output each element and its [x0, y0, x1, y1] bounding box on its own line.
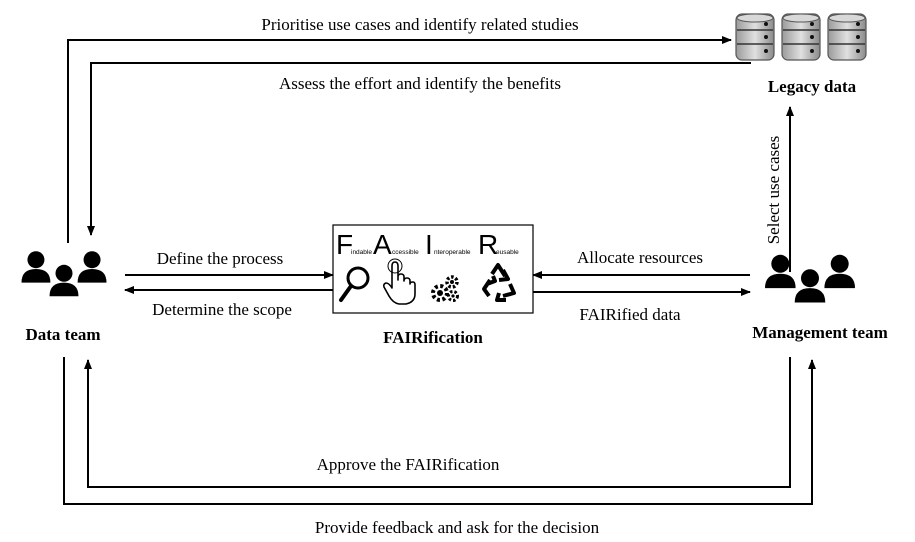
svg-text:A: A [373, 229, 392, 260]
people-icon [21, 251, 107, 297]
fair-letter-i: I nteroperable [425, 229, 471, 260]
fair-letter-f: F indable [336, 229, 372, 260]
magnifier-icon [339, 266, 370, 302]
svg-text:nteroperable: nteroperable [434, 249, 471, 256]
legacy-data-label: Legacy data [768, 77, 857, 96]
edge-feedback-label: Provide feedback and ask for the decisio… [315, 518, 600, 537]
svg-text:eusable: eusable [496, 249, 519, 256]
management-team-node: Management team [752, 254, 888, 342]
edge-prioritise-label: Prioritise use cases and identify relate… [261, 15, 578, 34]
edge-select-label: Select use cases [764, 136, 783, 245]
edge-scope-label: Determine the scope [152, 300, 292, 319]
pointer-hand-icon [382, 258, 416, 305]
edge-prioritise-line [67, 36, 732, 243]
edge-approve-line [84, 357, 791, 488]
svg-text:F: F [336, 229, 353, 260]
svg-text:ccessible: ccessible [392, 249, 419, 256]
gears-icon [431, 275, 459, 302]
edge-allocate-label: Allocate resources [577, 248, 703, 267]
svg-text:R: R [478, 229, 498, 260]
fairification-label: FAIRification [383, 328, 483, 347]
data-team-node: Data team [21, 251, 107, 344]
fair-letter-r: R eusable [478, 229, 519, 260]
edge-fairified-label: FAIRified data [579, 305, 681, 324]
svg-text:indable: indable [351, 249, 372, 256]
edge-define-label: Define the process [157, 249, 284, 268]
management-team-label: Management team [752, 323, 888, 342]
recycle-icon [482, 263, 516, 302]
edge-approve-label: Approve the FAIRification [317, 455, 500, 474]
data-team-label: Data team [25, 325, 100, 344]
edge-assess-line [87, 62, 751, 236]
people-icon [765, 254, 855, 303]
svg-text:I: I [425, 229, 433, 260]
edge-feedback-line [63, 357, 816, 505]
fairification-node: F indable A ccessible I nteroperable R e… [332, 224, 534, 347]
database-icon [735, 13, 867, 61]
edge-assess-label: Assess the effort and identify the benef… [279, 74, 561, 93]
fair-letter-a: A ccessible [373, 229, 419, 260]
legacy-data-node: Legacy data [735, 13, 867, 96]
